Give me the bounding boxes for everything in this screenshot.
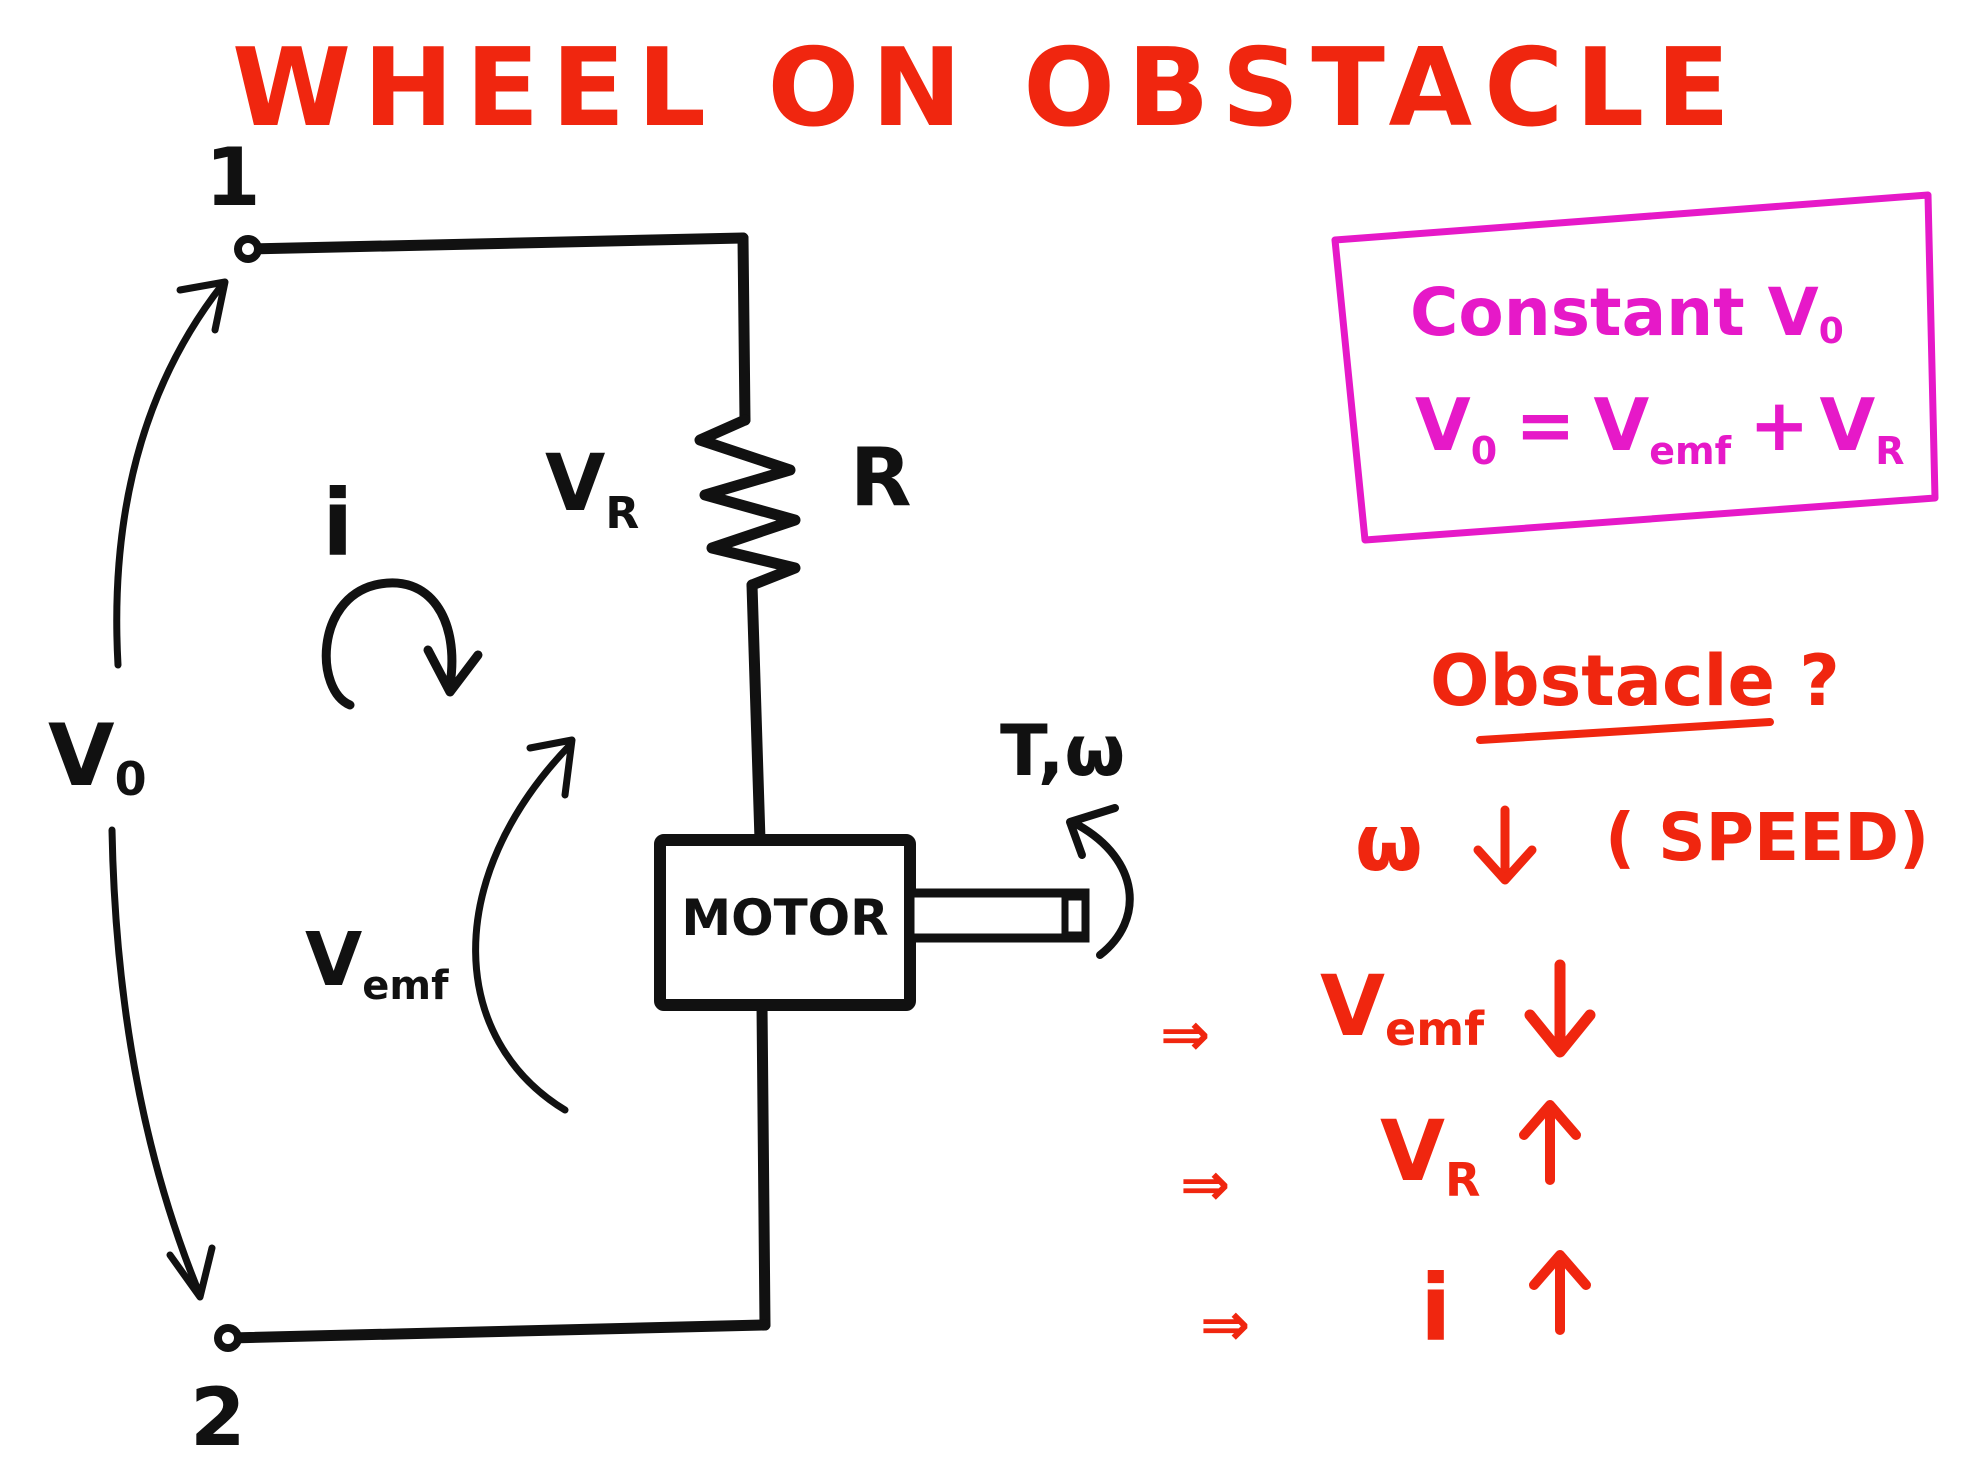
motor-shaft	[905, 888, 1090, 943]
resistor-label: R	[850, 431, 912, 524]
omega-symbol: ω	[1355, 799, 1423, 889]
terminal-2-label: 2	[190, 1371, 246, 1464]
terminal-1-label: 1	[205, 131, 261, 224]
top-wire	[244, 232, 749, 255]
omega-down-arrow-icon	[1473, 805, 1537, 885]
vr-up-arrow-icon	[1519, 1100, 1581, 1185]
bottom-wire	[224, 1319, 771, 1344]
current-loop-arrow-head	[423, 645, 483, 697]
current-loop-arrow	[321, 578, 457, 710]
current-up-arrow-icon	[1529, 1250, 1591, 1335]
current-label: i	[322, 470, 354, 577]
v0-arrow-down-head	[166, 1244, 216, 1301]
kvl-equation: V0=Vemf+VR	[1415, 383, 1904, 473]
v0-arrow-up	[113, 281, 226, 669]
obstacle-question: Obstacle ?	[1430, 640, 1840, 722]
page-title: WHEEL ON OBSTACLE	[232, 26, 1742, 151]
vemf-symbol: Vemf	[1320, 957, 1485, 1056]
motor-shaft-end	[1061, 893, 1089, 939]
vr-symbol: VR	[1380, 1102, 1480, 1207]
vemf-arrow	[472, 741, 574, 1114]
v0-arrow-down	[108, 826, 204, 1299]
right-wire-lower	[756, 999, 771, 1331]
constant-v0-text: Constant V0	[1410, 274, 1844, 352]
v0-arrow-up-head	[176, 278, 229, 334]
torque-speed-label: T,ω	[1000, 710, 1125, 792]
source-voltage-label: V0	[48, 706, 147, 806]
equation-box	[1331, 191, 1939, 544]
vemf-down-arrow-icon	[1524, 959, 1596, 1058]
obstacle-underline	[1476, 718, 1774, 744]
resistor-voltage-label: VR	[545, 439, 639, 539]
speed-note: ( SPEED)	[1605, 799, 1929, 876]
back-emf-label: Vemf	[305, 917, 449, 1009]
implies-1: ⇒	[1160, 1000, 1210, 1070]
resistor-symbol	[694, 414, 801, 591]
implies-2: ⇒	[1180, 1150, 1230, 1220]
right-wire-middle	[746, 579, 766, 846]
implies-3: ⇒	[1200, 1290, 1250, 1360]
terminal-1-node	[234, 235, 262, 263]
vemf-arrow-head	[526, 736, 576, 799]
circuit	[224, 232, 801, 1344]
current-symbol: i	[1420, 1255, 1452, 1362]
shaft-rotation-arrow	[1074, 821, 1134, 959]
shaft-rotation-arrow-head	[1066, 804, 1119, 859]
terminal-2-node	[214, 1324, 242, 1352]
motor-label: MOTOR	[681, 889, 888, 947]
right-wire-upper	[737, 232, 751, 426]
